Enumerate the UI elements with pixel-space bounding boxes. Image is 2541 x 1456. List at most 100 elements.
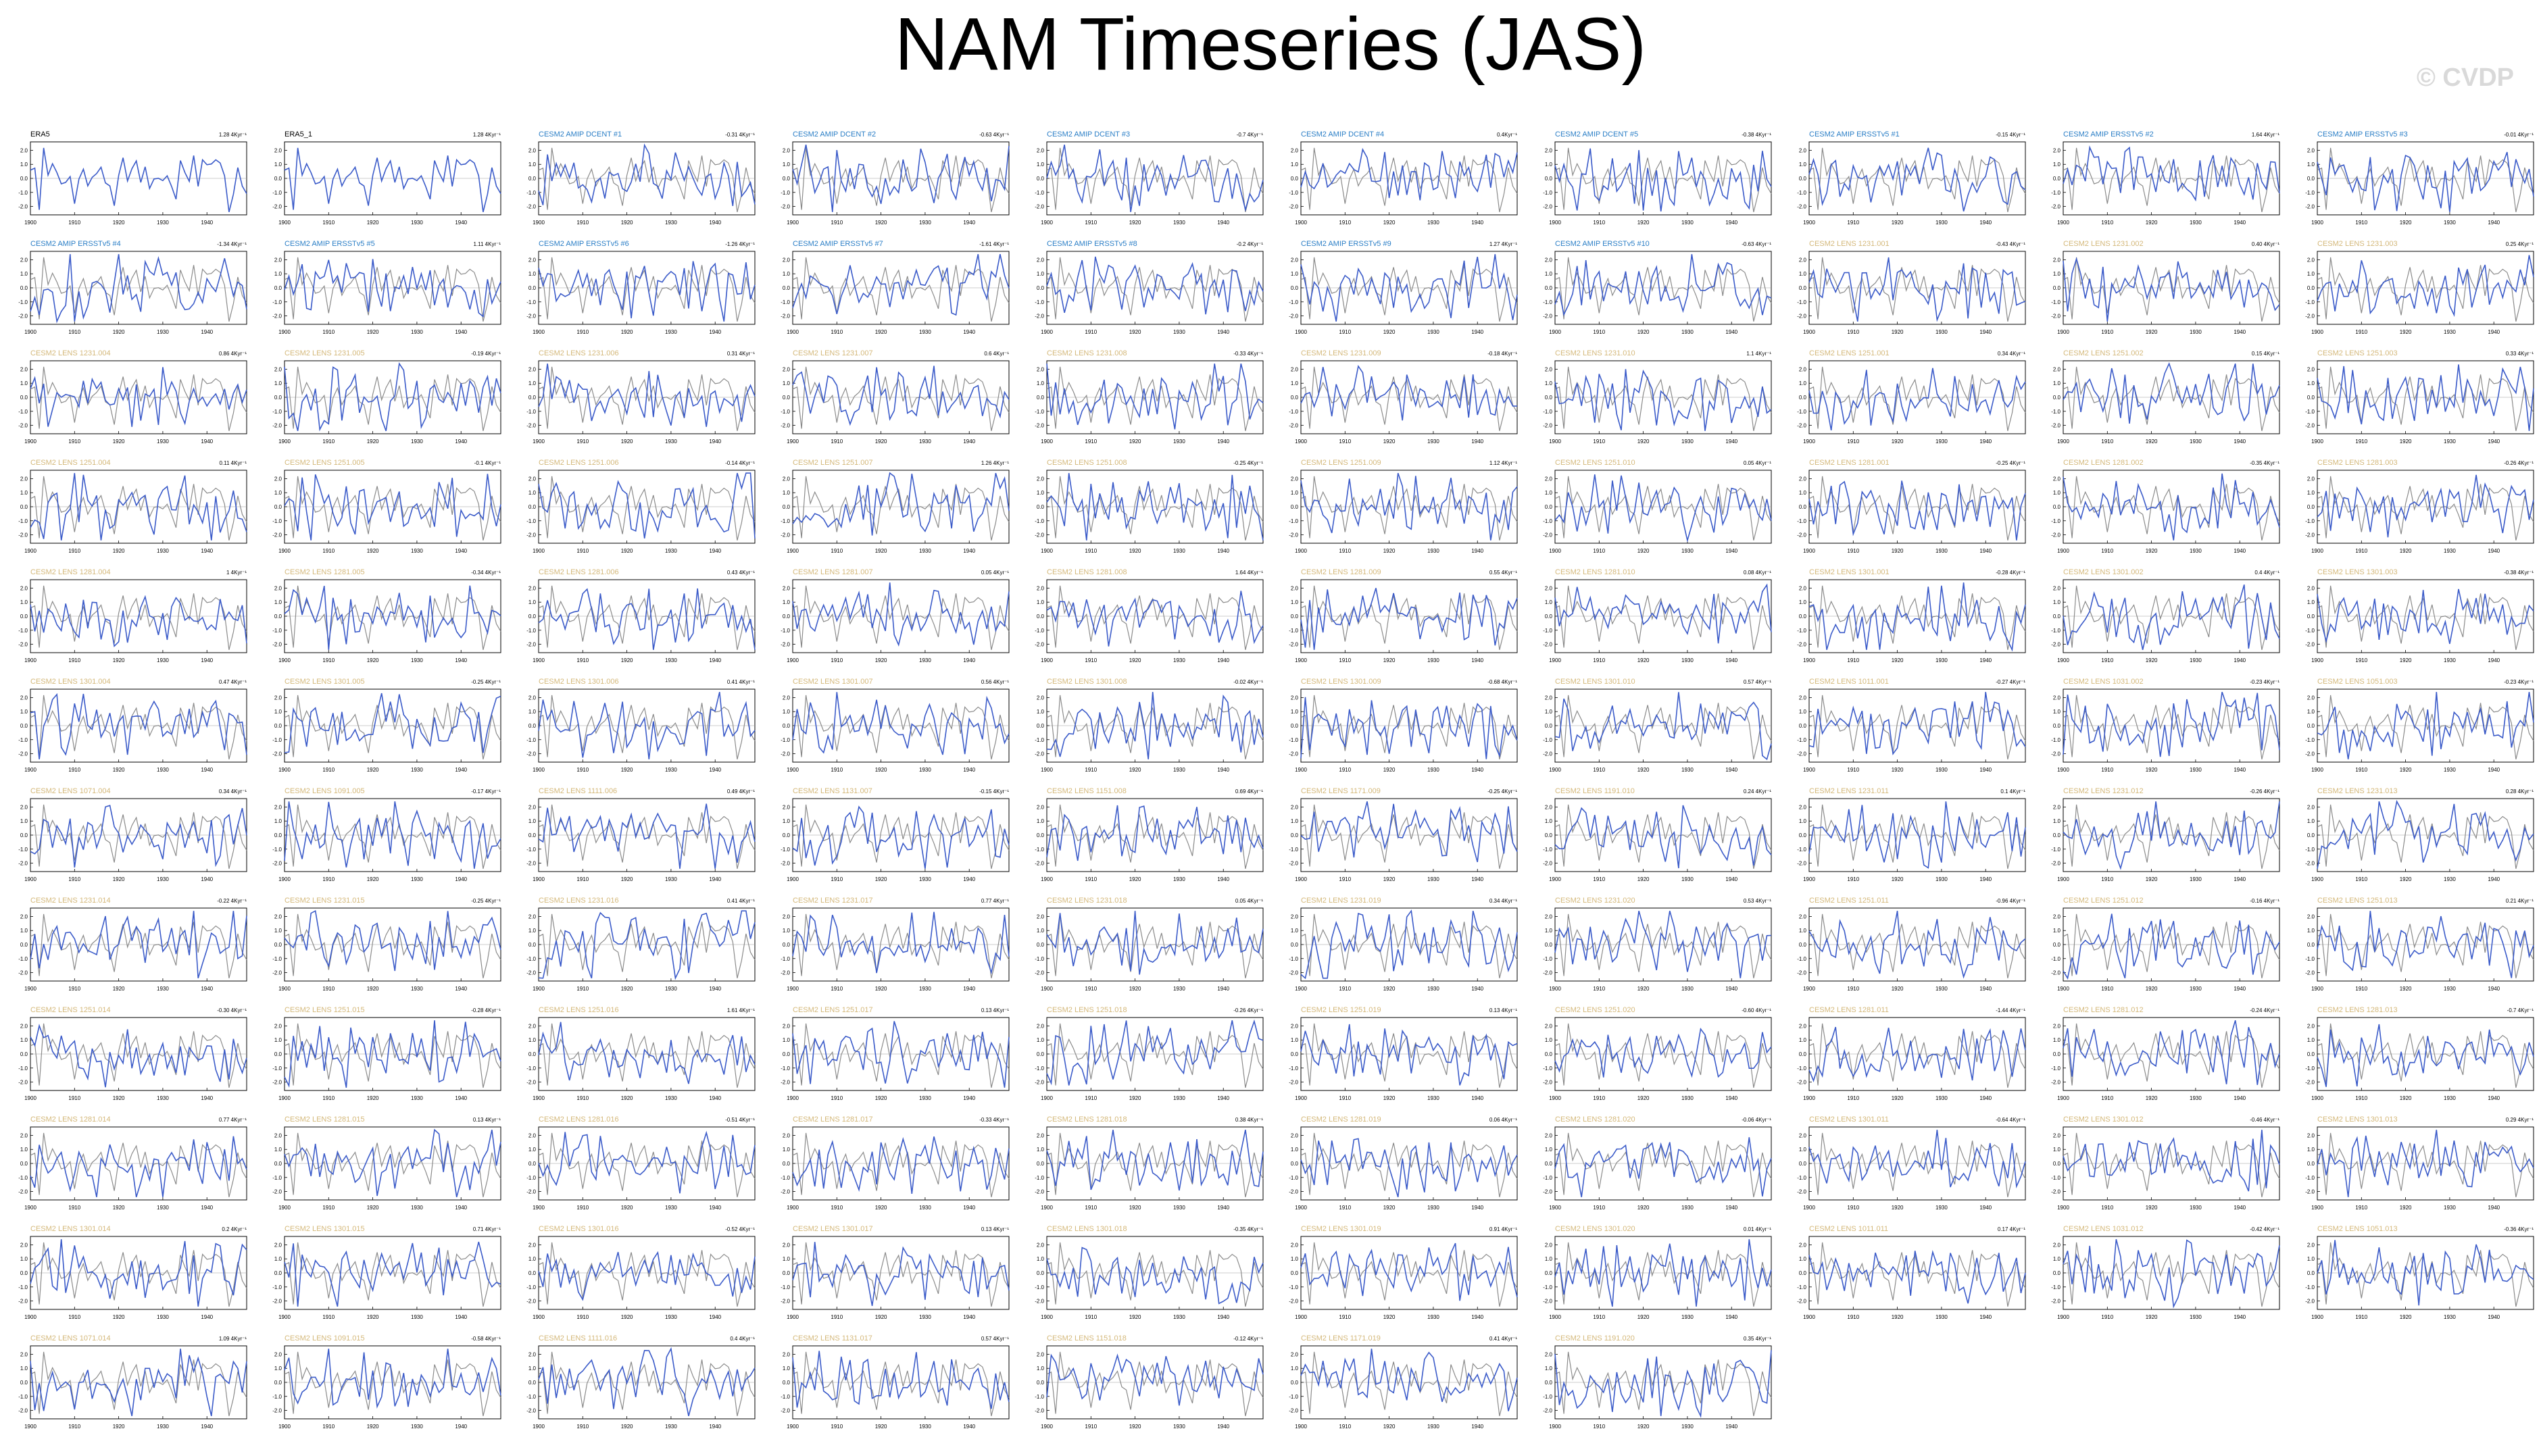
y-tick-label: -1.0 [1543, 956, 1552, 962]
x-tick-label: 1910 [1593, 1205, 1605, 1211]
x-tick-label: 1940 [2234, 220, 2246, 226]
x-tick-label: 1920 [621, 329, 633, 335]
x-tick-label: 1900 [787, 548, 799, 554]
x-tick-label: 1930 [1681, 548, 1694, 554]
y-tick-label: 2.0 [2307, 257, 2315, 263]
x-tick-label: 1900 [2057, 986, 2069, 992]
y-tick-label: 2.0 [528, 257, 537, 263]
x-tick-label: 1940 [455, 876, 467, 882]
page-title: NAM Timeseries (JAS) [894, 3, 1647, 86]
x-tick-label: 1940 [2234, 1205, 2246, 1211]
x-tick-label: 1930 [1427, 1314, 1439, 1320]
y-tick-label: 1.0 [783, 490, 791, 496]
x-tick-label: 1930 [2190, 1314, 2202, 1320]
y-tick-label: 2.0 [20, 257, 28, 263]
panel-title: CESM2 LENS 1031.002 [2063, 678, 2144, 686]
x-tick-label: 1910 [2355, 329, 2367, 335]
member-series-line [1808, 1250, 2026, 1304]
y-tick-label: 1.0 [528, 599, 537, 605]
panel-title: CESM2 LENS 1301.003 [2317, 568, 2398, 576]
y-tick-label: 0.0 [1291, 832, 1299, 838]
x-tick-label: 1920 [1383, 1205, 1396, 1211]
x-tick-label: 1910 [68, 1205, 80, 1211]
y-tick-label: 0.0 [2307, 1270, 2315, 1276]
y-tick-label: 2.0 [1291, 1242, 1299, 1248]
x-tick-label: 1920 [875, 1095, 887, 1101]
x-tick-label: 1930 [665, 1314, 677, 1320]
x-tick-label: 1900 [1295, 548, 1307, 554]
cvdp-watermark: © CVDP [2416, 64, 2514, 92]
timeseries-panel: CESM2 LENS 1251.015-0.28 4Kyr⁻¹2.01.00.0… [272, 1006, 501, 1101]
y-tick-label: -1.0 [1035, 518, 1044, 524]
panel-trend-label: 0.34 4Kyr⁻¹ [1998, 351, 2025, 357]
panel-title: CESM2 LENS 1301.002 [2063, 568, 2144, 576]
x-tick-label: 1930 [919, 1424, 931, 1430]
x-tick-label: 1900 [24, 1314, 36, 1320]
y-tick-label: 2.0 [2053, 366, 2061, 372]
obs-series-line [792, 476, 1010, 541]
x-tick-label: 1910 [68, 767, 80, 773]
x-tick-label: 1900 [2311, 329, 2323, 335]
y-tick-label: -1.0 [18, 847, 28, 853]
y-tick-label: 1.0 [528, 1365, 537, 1372]
x-tick-label: 1920 [1892, 986, 1904, 992]
y-tick-label: 2.0 [1291, 913, 1299, 920]
x-tick-label: 1900 [24, 1095, 36, 1101]
member-series-line [2063, 584, 2280, 650]
panel-trend-label: -1.61 4Kyr⁻¹ [979, 241, 1009, 247]
panel-trend-label: 0.21 4Kyr⁻¹ [2506, 898, 2534, 904]
panel-title: CESM2 LENS 1231.020 [1555, 897, 1635, 905]
panel-title: CESM2 LENS 1231.016 [539, 897, 619, 905]
x-tick-label: 1920 [113, 1095, 125, 1101]
obs-series-line [1046, 1023, 1264, 1088]
x-tick-label: 1910 [2101, 438, 2113, 445]
y-tick-label: 2.0 [1291, 585, 1299, 591]
x-tick-label: 1920 [875, 986, 887, 992]
y-tick-label: -1.0 [1289, 190, 1298, 196]
y-tick-label: 1.0 [1037, 928, 1045, 934]
y-tick-label: 2.0 [2053, 695, 2061, 701]
y-tick-label: -2.0 [1289, 861, 1298, 867]
x-tick-label: 1930 [2190, 548, 2202, 554]
x-tick-label: 1940 [709, 767, 721, 773]
x-tick-label: 1920 [1637, 329, 1650, 335]
panel-trend-label: 0.91 4Kyr⁻¹ [1489, 1226, 1517, 1232]
member-series-line [30, 1349, 247, 1416]
panel-trend-label: -0.60 4Kyr⁻¹ [1742, 1007, 1771, 1013]
x-tick-label: 1930 [665, 220, 677, 226]
panel-title: CESM2 LENS 1301.008 [1047, 678, 1127, 686]
panel-trend-label: 0.49 4Kyr⁻¹ [727, 788, 755, 795]
x-tick-label: 1900 [787, 1314, 799, 1320]
x-tick-label: 1940 [1471, 657, 1483, 663]
x-tick-label: 1920 [2146, 986, 2158, 992]
y-tick-label: -2.0 [2051, 861, 2061, 867]
member-series-line [538, 692, 756, 759]
x-tick-label: 1920 [2146, 767, 2158, 773]
x-tick-label: 1940 [455, 767, 467, 773]
timeseries-panel: CESM2 AMIP DCENT #3-0.7 4Kyr⁻¹2.01.00.0-… [1035, 130, 1264, 226]
panel-title: CESM2 AMIP ERSSTv5 #10 [1555, 240, 1650, 248]
x-tick-label: 1900 [533, 1095, 545, 1101]
y-tick-label: 2.0 [2053, 1132, 2061, 1138]
x-tick-label: 1900 [1041, 220, 1053, 226]
x-tick-label: 1930 [1681, 438, 1694, 445]
y-tick-label: 1.0 [2053, 818, 2061, 824]
y-tick-label: 2.0 [274, 1132, 282, 1138]
obs-series-line [284, 366, 501, 431]
y-tick-label: -2.0 [1543, 1189, 1552, 1195]
panel-title: CESM2 LENS 1231.014 [30, 897, 111, 905]
x-tick-label: 1910 [1593, 986, 1605, 992]
obs-series-line [1554, 366, 1772, 431]
timeseries-panel: CESM2 LENS 1231.014-0.22 4Kyr⁻¹2.01.00.0… [18, 897, 247, 992]
y-tick-label: -1.0 [2051, 1284, 2061, 1290]
x-tick-label: 1920 [875, 657, 887, 663]
y-tick-label: 0.0 [2053, 504, 2061, 510]
member-series-line [1046, 1019, 1264, 1086]
y-tick-label: 0.0 [783, 1161, 791, 1167]
x-tick-label: 1900 [1803, 986, 1815, 992]
timeseries-panel: CESM2 LENS 1281.001-0.25 4Kyr⁻¹2.01.00.0… [1797, 459, 2026, 554]
